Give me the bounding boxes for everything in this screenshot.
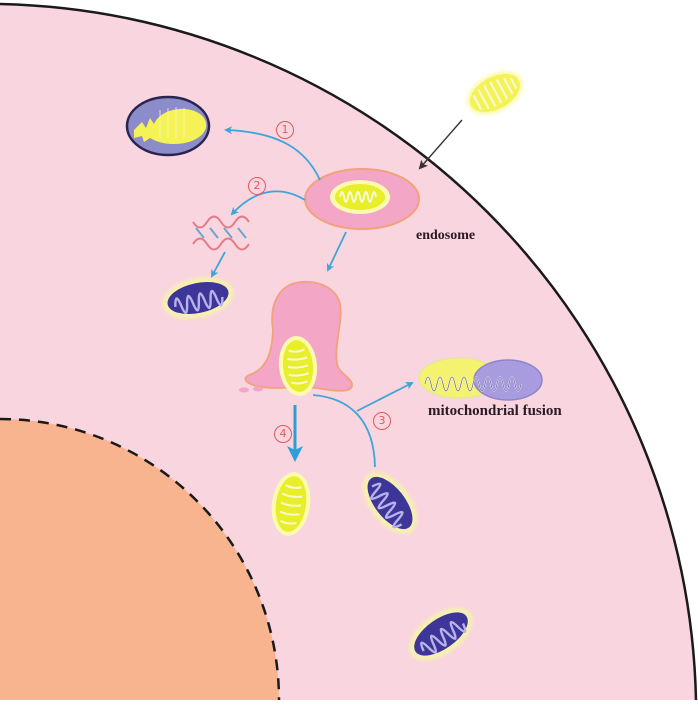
fused-mitochondria xyxy=(418,357,543,401)
arrow-to-fusion xyxy=(356,382,414,412)
endosomal-escape-vesicle xyxy=(239,280,353,396)
mtdna-helix xyxy=(192,215,250,251)
arrow-endosome-to-vesicle xyxy=(326,231,347,272)
arrow-mtdna-to-mito xyxy=(211,251,226,278)
extracellular-mitochondrion xyxy=(467,71,523,115)
pathway-arrows xyxy=(211,126,414,468)
damaged-mitochondrion xyxy=(409,607,473,661)
lysosome-degraded-mitochondrion xyxy=(125,95,211,157)
endosome xyxy=(304,168,420,230)
mitochondrial-fusion-label: mitochondrial fusion xyxy=(428,403,562,419)
arrow-step-2 xyxy=(230,190,306,216)
nucleus xyxy=(0,417,281,701)
step-marker-4: 4 xyxy=(274,425,292,443)
arrow-step-1 xyxy=(224,126,321,181)
step-marker-2: 2 xyxy=(248,177,266,195)
endosome-label: endosome xyxy=(416,228,476,243)
damaged-mitochondrion xyxy=(362,472,418,534)
entry-arrow xyxy=(418,119,463,170)
step-marker-3: 3 xyxy=(373,412,391,430)
released-healthy-mitochondrion xyxy=(271,472,311,536)
damaged-mitochondrion xyxy=(162,277,234,319)
step-marker-1: 1 xyxy=(276,121,294,139)
arrow-step-3 xyxy=(312,394,376,468)
